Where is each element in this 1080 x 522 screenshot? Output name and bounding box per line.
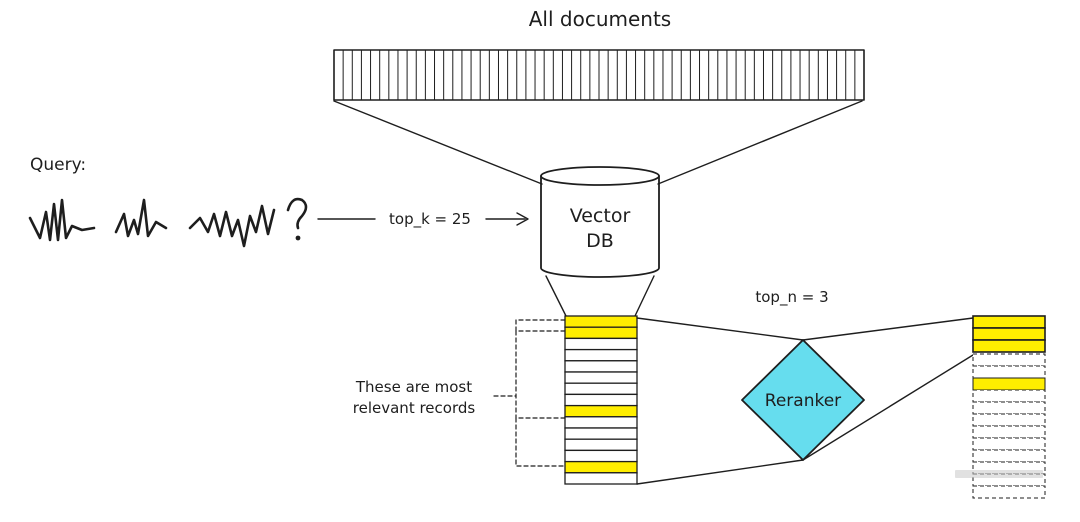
top-record-row xyxy=(972,315,1046,329)
record-row xyxy=(564,416,638,429)
discarded-record-row xyxy=(972,449,1046,463)
relevant-record-row xyxy=(564,326,638,340)
top-record-row xyxy=(972,339,1046,353)
all-documents-title: All documents xyxy=(529,7,671,31)
relevant-record-row xyxy=(564,404,638,418)
record-row xyxy=(564,393,638,407)
watermark xyxy=(955,470,1043,478)
discarded-record-row xyxy=(972,401,1046,415)
record-row xyxy=(564,337,638,351)
vector-db-label-line1: Vector xyxy=(570,205,631,227)
record-row xyxy=(564,348,638,362)
query-label: Query: xyxy=(30,155,86,175)
discarded-record-row xyxy=(972,437,1046,451)
db-funnel-left-line xyxy=(545,275,567,317)
record-row xyxy=(564,360,638,373)
top-n-label: top_n = 3 xyxy=(755,288,828,307)
relevant-records-label-line2: relevant records xyxy=(353,399,476,417)
record-row xyxy=(564,371,638,384)
reranker-label: Reranker xyxy=(765,391,841,411)
discarded-record-row xyxy=(972,485,1046,499)
discarded-record-row xyxy=(972,389,1046,403)
top-k-label: top_k = 25 xyxy=(389,210,471,229)
record-row xyxy=(564,382,638,396)
query-to-db-arrowhead xyxy=(516,212,529,226)
relevant-record-row xyxy=(564,315,638,328)
discarded-record-row xyxy=(972,353,1046,367)
reranked-highlight-row xyxy=(972,377,1046,391)
relevant-records-label-line1: These are most xyxy=(355,378,472,396)
stack-to-reranker-top-line xyxy=(636,317,804,341)
docs-funnel-right-line xyxy=(657,100,863,185)
vector-db-cylinder xyxy=(540,166,660,278)
query-scribble xyxy=(28,197,308,248)
relevant-record-row xyxy=(564,460,638,474)
record-row xyxy=(564,427,638,440)
question-dot-icon xyxy=(295,235,301,241)
vector-db-label-line2: DB xyxy=(586,230,614,252)
record-row xyxy=(564,449,638,463)
discarded-record-row xyxy=(972,413,1046,427)
retrieved-records-stack xyxy=(564,315,638,485)
all-documents-strip xyxy=(333,49,865,101)
stack-to-reranker-bottom-line xyxy=(636,459,804,485)
discarded-record-row xyxy=(972,365,1046,379)
reranker-to-stack-top-line xyxy=(802,317,974,341)
record-row xyxy=(564,438,638,452)
db-funnel-right-line xyxy=(634,275,655,317)
top-record-row xyxy=(972,327,1046,341)
reranker-to-stack-bottom-line xyxy=(802,354,974,461)
relevant-records-bracket xyxy=(493,319,566,467)
docs-funnel-left-line xyxy=(333,100,543,185)
record-row xyxy=(564,472,638,485)
discarded-record-row xyxy=(972,425,1046,439)
